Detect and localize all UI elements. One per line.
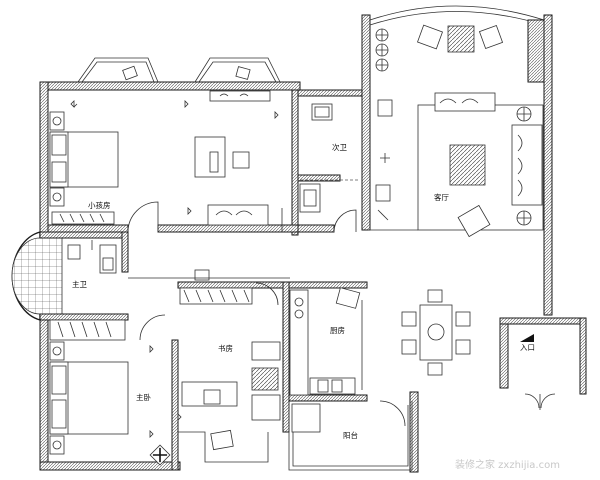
- label-balcony: 阳台: [343, 430, 358, 440]
- label-study: 书房: [218, 343, 233, 353]
- dining-table: [401, 289, 471, 376]
- study: [177, 269, 290, 463]
- label-master-bedroom: 主卧: [136, 392, 151, 402]
- balcony: [288, 400, 413, 471]
- label-entrance: 入口: [520, 343, 535, 352]
- label-second-bath: 次卫: [332, 142, 347, 152]
- kitchen: [288, 281, 368, 402]
- master-bedroom: [49, 314, 171, 466]
- entrance: [520, 334, 556, 410]
- label-master-bath: 主卫: [72, 279, 87, 289]
- second-bath: [297, 89, 363, 233]
- living-bay: [369, 5, 545, 83]
- label-kids-room: 小孩房: [88, 200, 111, 210]
- bay-window-right: [194, 57, 281, 83]
- watermark: 装修之家 zxzhijia.com: [455, 458, 560, 471]
- label-living-room: 客厅: [434, 192, 449, 202]
- kids-room: [47, 89, 299, 236]
- outer-walls: [39, 14, 587, 473]
- master-bath: [11, 231, 129, 321]
- living-room: [375, 92, 544, 238]
- label-kitchen: 厨房: [330, 325, 345, 335]
- bay-window-left: [77, 57, 159, 83]
